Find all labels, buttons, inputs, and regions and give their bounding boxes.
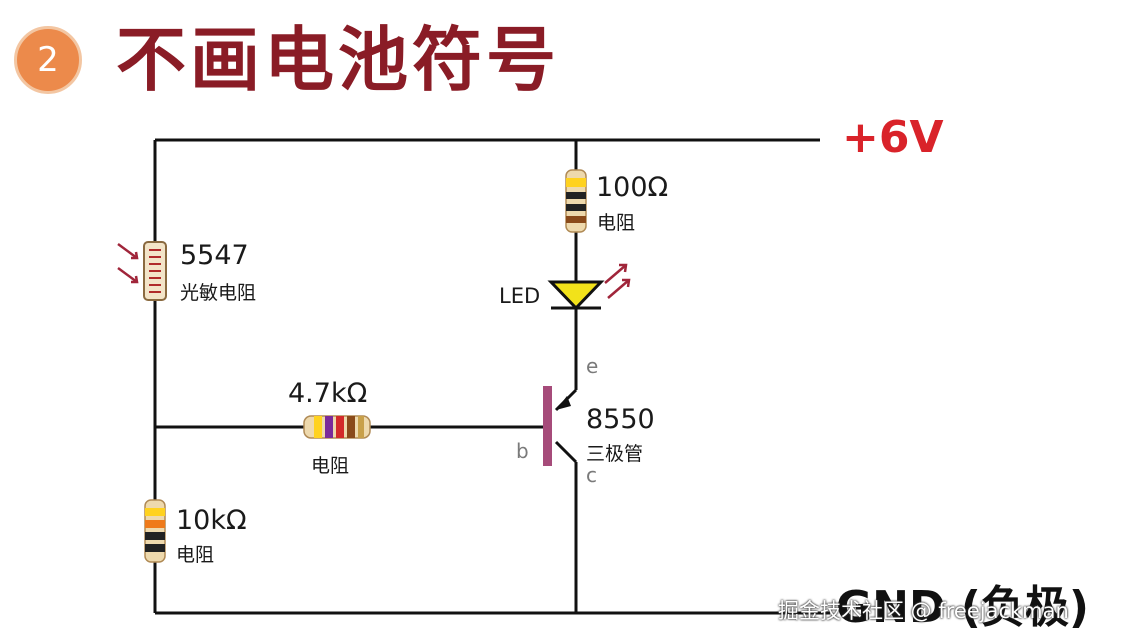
slide-title: 不画电池符号 [116, 19, 560, 101]
pin-e-label: e [586, 354, 599, 378]
watermark: 掘金技术社区 @ freejackman [778, 599, 1069, 623]
transistor-name: 三极管 [586, 443, 644, 465]
transistor-8550 [543, 386, 571, 466]
step-number-badge: 2 [14, 26, 82, 94]
resistor-4k7-value: 4.7kΩ [288, 378, 368, 409]
pin-b-label: b [516, 439, 529, 463]
led-label: LED [499, 284, 541, 308]
resistor-10k-value: 10kΩ [176, 505, 247, 536]
wires [153, 138, 830, 615]
emitter-arrow-icon [556, 396, 571, 410]
led-symbol [547, 263, 631, 311]
resistor-4k7 [303, 415, 371, 439]
photoresistor [117, 241, 167, 301]
resistor-100-name: 电阻 [597, 212, 636, 234]
supply-voltage-label: +6V [842, 112, 944, 163]
resistor-100-ohm [565, 169, 587, 233]
resistor-10k [144, 499, 166, 563]
light-arrow-icon [117, 242, 139, 284]
resistor-4k7-name: 电阻 [311, 455, 350, 477]
resistor-100-value: 100Ω [596, 172, 669, 203]
pin-c-label: c [586, 463, 597, 487]
collector-lead [554, 440, 578, 464]
light-emission-arrow-icon [604, 263, 631, 299]
ground-label: GND (负极) [836, 582, 1089, 633]
ldr-name: 光敏电阻 [180, 282, 257, 304]
ldr-value: 5547 [180, 240, 249, 271]
transistor-model: 8550 [586, 404, 655, 435]
resistor-10k-name: 电阻 [176, 544, 215, 566]
